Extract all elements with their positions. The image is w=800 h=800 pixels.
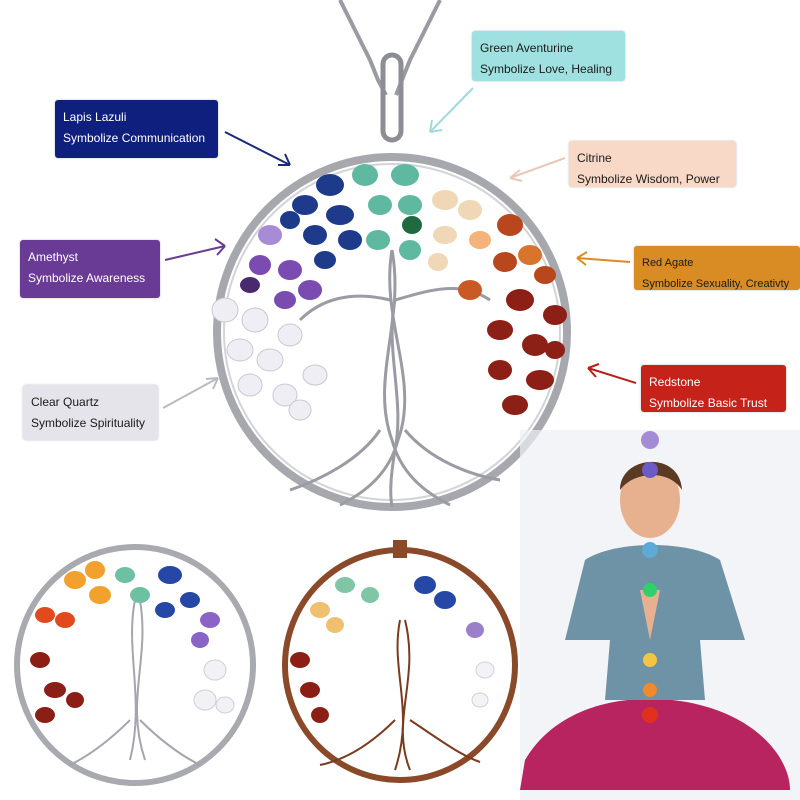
stone-meaning: Symbolize Love, Healing bbox=[480, 62, 613, 76]
necklace-chain bbox=[338, 0, 442, 96]
stone-meaning: Symbolize Wisdom, Power bbox=[577, 172, 720, 186]
clear-quartz-stones bbox=[211, 297, 328, 421]
label-arrows bbox=[162, 87, 637, 409]
silver-pendant-photo bbox=[14, 544, 256, 786]
stone-meaning: Symbolize Sexuality, Creativty bbox=[642, 278, 790, 290]
amethyst-stones bbox=[240, 225, 322, 309]
stone-meaning: Symbolize Awareness bbox=[28, 271, 146, 285]
stone-meaning: Symbolize Communication bbox=[63, 131, 206, 145]
citrine-stones bbox=[428, 190, 491, 271]
chakra-symbols bbox=[641, 431, 659, 723]
lapis-lazuli-stones bbox=[280, 174, 362, 269]
label-citrine: Citrine Symbolize Wisdom, Power bbox=[569, 141, 736, 187]
stone-meaning: Symbolize Spirituality bbox=[31, 416, 146, 430]
stone-name: Green Aventurine bbox=[480, 41, 574, 55]
stone-name: Clear Quartz bbox=[31, 395, 100, 409]
redstone-stones bbox=[487, 289, 567, 415]
stone-name: Amethyst bbox=[28, 250, 79, 264]
stone-name: Lapis Lazuli bbox=[63, 110, 127, 124]
stone-name: Red Agate bbox=[642, 257, 694, 269]
stone-meaning: Symbolize Basic Trust bbox=[649, 396, 768, 410]
label-red-agate: Red Agate Symbolize Sexuality, Creativty bbox=[634, 246, 800, 290]
label-clear-quartz: Clear Quartz Symbolize Spirituality bbox=[23, 385, 158, 440]
label-amethyst: Amethyst Symbolize Awareness bbox=[20, 240, 160, 298]
label-green-aventurine: Green Aventurine Symbolize Love, Healing bbox=[472, 31, 625, 81]
stone-name: Redstone bbox=[649, 375, 701, 389]
meditating-woman-photo bbox=[520, 430, 800, 800]
copper-pendant-photo bbox=[282, 540, 518, 783]
red-agate-stones bbox=[458, 214, 556, 300]
label-lapis-lazuli: Lapis Lazuli Symbolize Communication bbox=[55, 100, 218, 158]
stone-name: Citrine bbox=[577, 151, 612, 165]
pendant-bail bbox=[380, 52, 404, 143]
label-redstone: Redstone Symbolize Basic Trust bbox=[641, 365, 786, 412]
green-aventurine-stones bbox=[352, 164, 422, 260]
